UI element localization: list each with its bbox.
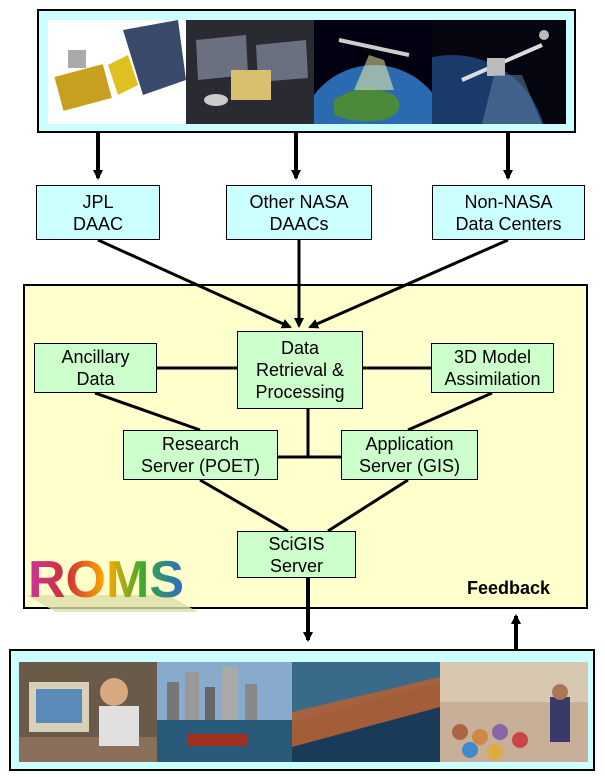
satellite-panel: [37, 9, 576, 133]
data-retrieval-box: Data Retrieval & Processing: [237, 331, 363, 409]
satellite-image-4: [432, 20, 566, 124]
users-panel: [9, 649, 595, 771]
jpl-daac-line1: JPL: [82, 191, 114, 212]
feedback-label: Feedback: [467, 578, 551, 598]
link-research-scigis: [199, 478, 289, 533]
other-nasa-line2: DAACs: [269, 213, 329, 234]
ancillary-line2: Data: [76, 369, 115, 389]
application-line1: Application: [365, 434, 454, 454]
model-line2: Assimilation: [444, 369, 541, 389]
link-ancillary-research: [94, 391, 201, 432]
retrieval-line2: Retrieval &: [255, 360, 345, 380]
arrow-jpl-to-retrieval: [97, 238, 292, 329]
link-model-application: [407, 391, 493, 432]
arrow-non-nasa-to-retrieval: [308, 238, 509, 329]
application-line2: Server (GIS): [358, 456, 460, 476]
satellite-image-1: [48, 20, 186, 124]
non-nasa-data-centers-box: Non-NASA Data Centers: [432, 185, 585, 240]
retrieval-line1: Data: [280, 338, 320, 358]
model-line1: 3D Model: [453, 347, 532, 367]
other-nasa-line1: Other NASA: [249, 191, 349, 212]
research-line2: Server (POET): [140, 456, 260, 476]
satellite-image-3: [314, 20, 432, 124]
scigis-line1: SciGIS: [268, 533, 325, 554]
jpl-daac-line2: DAAC: [72, 213, 123, 234]
user-photo-computer: [19, 662, 157, 762]
retrieval-line3: Processing: [255, 382, 345, 402]
user-photo-harbor: [157, 662, 292, 762]
satellite-image-2: [186, 20, 314, 124]
non-nasa-line2: Data Centers: [455, 213, 562, 234]
application-server-box: Application Server (GIS): [341, 430, 478, 480]
scigis-line2: Server: [269, 555, 323, 576]
model-assimilation-box: 3D Model Assimilation: [431, 343, 554, 393]
jpl-daac-box: JPL DAAC: [36, 185, 160, 240]
scigis-server-box: SciGIS Server: [237, 531, 356, 578]
user-photo-classroom: [440, 662, 588, 762]
roms-logo: ROMS: [26, 551, 198, 612]
research-server-box: Research Server (POET): [123, 430, 278, 480]
ancillary-line1: Ancillary: [61, 347, 130, 367]
research-line1: Research: [161, 434, 240, 454]
roms-logo-text: ROMS: [28, 551, 184, 609]
non-nasa-line1: Non-NASA: [464, 191, 553, 212]
ancillary-data-box: Ancillary Data: [34, 343, 157, 393]
other-nasa-daacs-box: Other NASA DAACs: [226, 185, 372, 240]
user-photo-coastline: [292, 662, 440, 762]
link-application-scigis: [327, 478, 409, 533]
